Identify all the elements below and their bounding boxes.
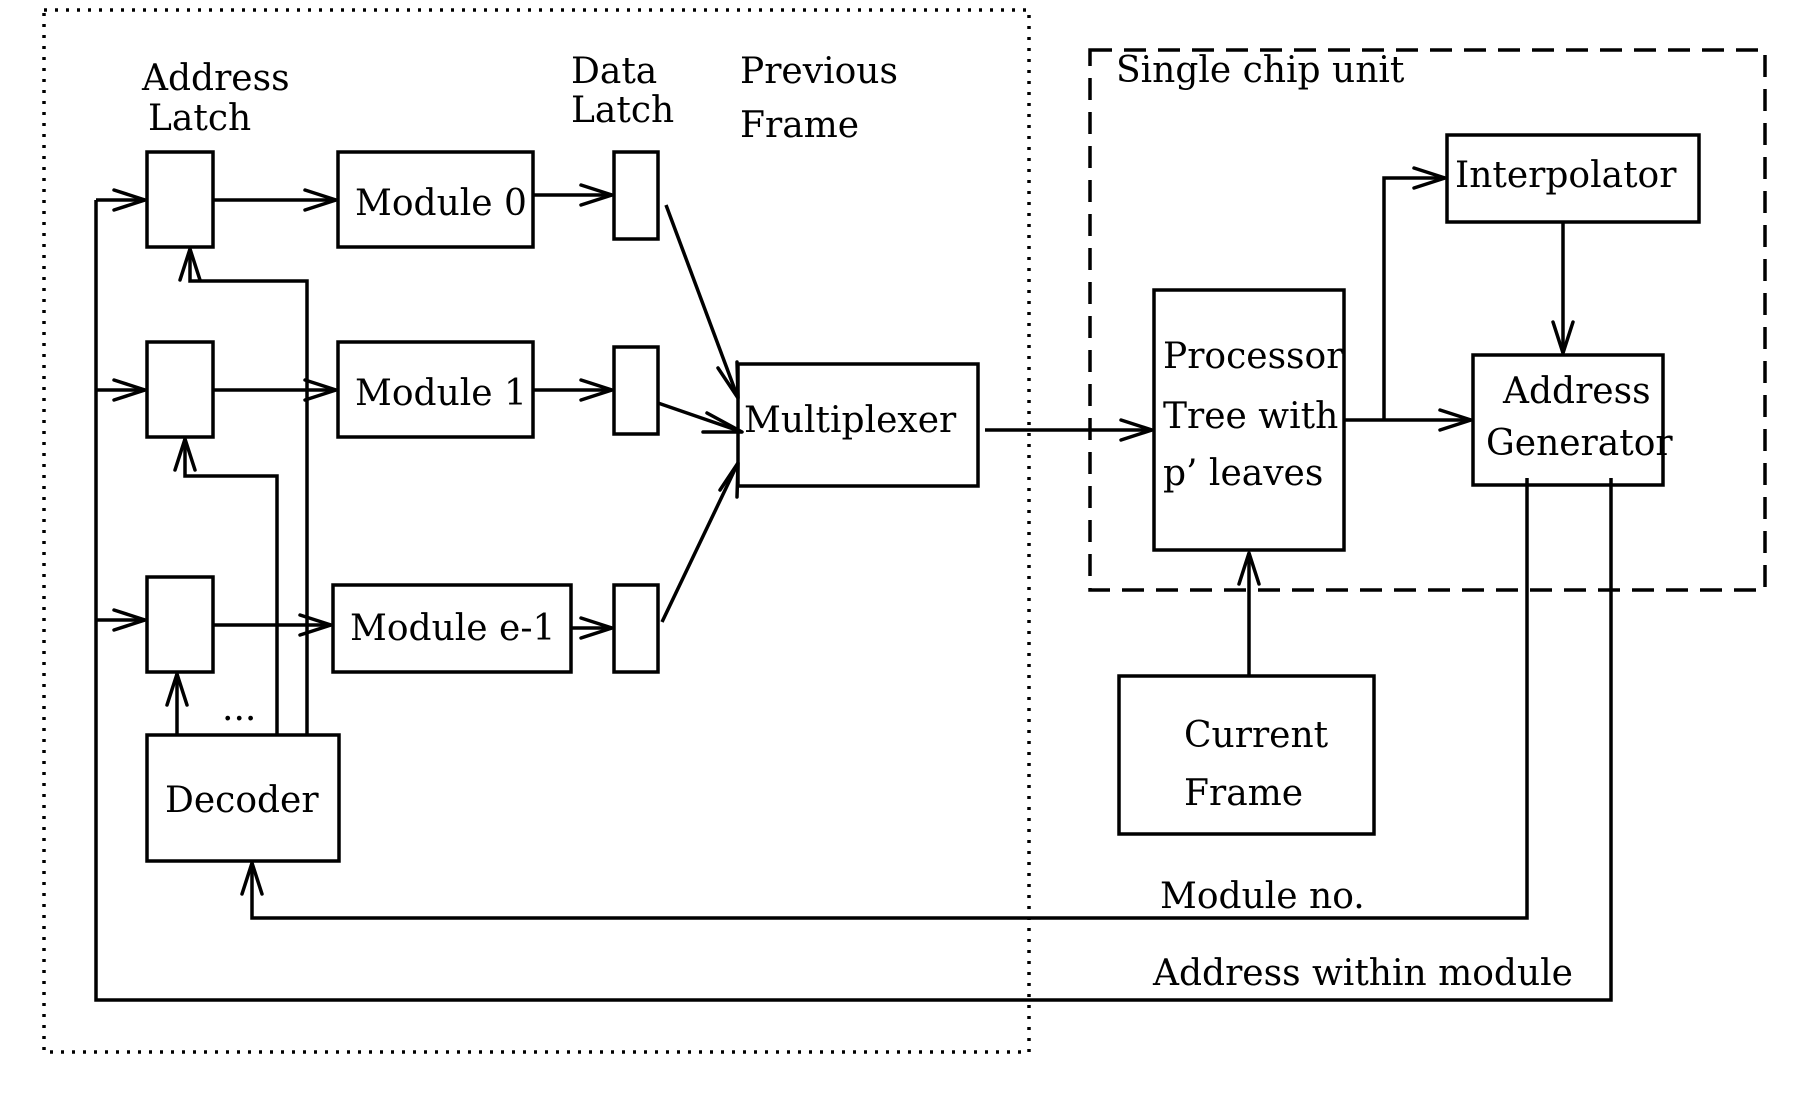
current-frame-box: [1117, 674, 1376, 836]
module-1-box: [336, 340, 535, 439]
address-generator-box: [1471, 353, 1665, 487]
arrowhead-decoder: [240, 861, 264, 896]
current-frame-label-line2: Frame: [1184, 773, 1303, 814]
address-latch-label-line1: Address: [141, 58, 290, 99]
module-0-box: [336, 150, 535, 249]
single-chip-unit-region: [1088, 48, 1767, 592]
arrowhead-module1: [303, 378, 338, 402]
decoder-box: [145, 733, 341, 863]
current-frame-label-line1: Current: [1184, 715, 1329, 756]
processor-label-line2: Tree with: [1163, 396, 1338, 437]
data-latch-1: [612, 345, 660, 436]
arrowhead-addrgen-top: [1551, 320, 1575, 355]
processor-tree-box: [1152, 288, 1346, 552]
previous-frame-label-line1: Previous: [740, 51, 898, 92]
processor-label-line1: Processor: [1163, 336, 1344, 377]
connector-processor-interpolator: [1382, 176, 1445, 420]
data-latch-label-line1: Data: [571, 51, 657, 92]
connector-dlatch2-mux: [660, 462, 740, 623]
arrowhead-mux-bottom: [718, 461, 740, 499]
data-latch-0: [612, 150, 660, 241]
previous-frame-region: [42, 8, 1031, 1054]
module-0-label: Module 0: [355, 183, 527, 224]
module-last-label: Module e-1: [350, 608, 555, 649]
decoder-label: Decoder: [165, 780, 319, 821]
interpolator-box: [1445, 133, 1701, 224]
arrowhead-mux-top: [716, 360, 740, 400]
arrowhead-dlatch2: [579, 616, 614, 640]
multiplexer-label: Multiplexer: [744, 400, 957, 441]
arrowhead-alatch0-select: [178, 247, 202, 282]
decoder-select-latch1: [183, 439, 279, 735]
arrowhead-mux-mid: [701, 411, 744, 434]
single-chip-unit-label: Single chip unit: [1116, 50, 1405, 91]
arrowhead-dlatch0: [579, 183, 614, 207]
address-latch-2: [145, 575, 215, 674]
data-latch-2: [612, 583, 660, 674]
address-latch-1: [145, 340, 215, 439]
arrowhead-processor-bottom: [1237, 551, 1261, 586]
module-last-box: [331, 583, 573, 674]
arrowhead-alatch1-select: [173, 437, 197, 472]
arrowhead-module-last: [298, 613, 333, 637]
address-within-module-label: Address within module: [1152, 953, 1573, 994]
connector-address-within-module: [94, 200, 1613, 1002]
previous-frame-label-line2: Frame: [740, 105, 859, 146]
connector-module-number: [250, 478, 1529, 920]
arrowhead-addrgen-left: [1438, 408, 1473, 432]
ellipsis-label: ...: [222, 688, 256, 729]
connector-dlatch1-mux: [657, 401, 743, 434]
decoder-select-latch0: [188, 249, 309, 735]
interpolator-label: Interpolator: [1455, 155, 1677, 196]
module-1-label: Module 1: [355, 373, 527, 414]
data-latch-label-line2: Latch: [571, 90, 674, 131]
address-latch-label-line2: Latch: [148, 98, 251, 139]
multiplexer-box: [736, 362, 980, 488]
arrowhead-alatch0: [112, 188, 147, 212]
address-generator-label-line1: Address: [1502, 371, 1651, 412]
address-generator-label-line2: Generator: [1486, 423, 1673, 464]
arrowhead-module0: [303, 188, 338, 212]
arrowhead-alatch2-select: [165, 672, 189, 707]
arrowhead-interpolator: [1412, 166, 1447, 190]
processor-label-line3: p’ leaves: [1163, 453, 1323, 494]
arrowhead-alatch2: [112, 608, 147, 632]
arrowhead-alatch1: [112, 378, 147, 402]
module-no-label: Module no.: [1160, 876, 1365, 917]
arrowhead-dlatch1: [579, 378, 614, 402]
address-latch-0: [145, 150, 215, 249]
arrowhead-processor: [1119, 418, 1154, 442]
connector-dlatch0-mux: [664, 204, 740, 399]
